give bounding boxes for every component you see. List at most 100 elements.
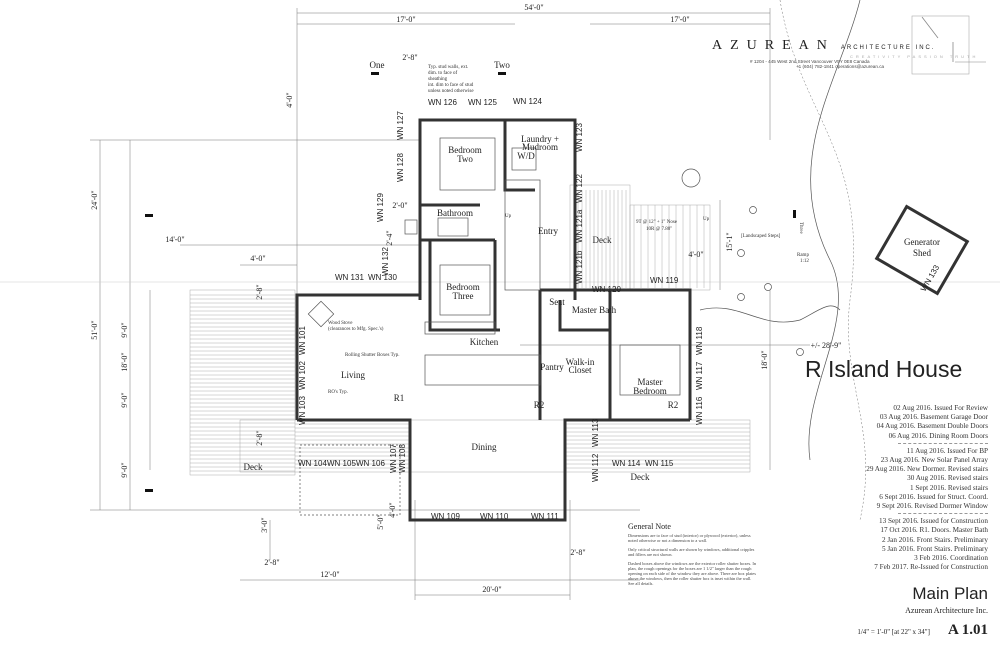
dimension-label: 2'-8": [570, 548, 585, 557]
room-label: W/D: [517, 151, 535, 161]
room-label: Bedroom: [633, 386, 667, 396]
dimension-label: 9'-0": [120, 462, 129, 477]
contour-line: [779, 0, 866, 521]
dimension-label: 5'-0": [376, 514, 385, 529]
room-label: Bedroom: [448, 145, 482, 155]
revision-entry: 02 Aug 2016. Issued For Review: [893, 404, 988, 412]
room-label: Living: [341, 370, 365, 380]
window-label: WN 107: [389, 444, 398, 473]
room-label: Closet: [568, 365, 592, 375]
window-label: WN 104: [298, 459, 327, 468]
general-note: General Note Dimensions are to face of s…: [628, 523, 758, 590]
sheet-firm: Azurean Architecture Inc.: [905, 606, 988, 615]
section-label-one: One: [370, 60, 385, 70]
room-label: Deck: [631, 472, 650, 482]
window-label: WN 112: [591, 453, 600, 482]
room-label: Bedroom: [446, 282, 480, 292]
sheet-number: A 1.01: [947, 622, 988, 638]
dimension-label: 24'-0": [90, 190, 99, 209]
room-label: Pantry: [540, 362, 564, 372]
section-marker: [145, 214, 153, 217]
window-label: WN 116: [695, 396, 704, 425]
dimension-label: 51'-0": [90, 320, 99, 339]
revision-cloud-r2: R2: [534, 400, 545, 410]
window-label: WN 103: [298, 396, 307, 425]
window-label: WN 111: [531, 512, 559, 521]
contour-line: [808, 0, 861, 461]
sheet-scale: 1/4" = 1'-0" [at 22" x 34"]: [857, 628, 930, 636]
section-marker: [145, 489, 153, 492]
ro-note: RO's Typ.: [328, 390, 348, 395]
general-note-text: Dimensions are to face of stud (interior…: [628, 533, 751, 543]
window-label: WN 132: [381, 247, 390, 276]
section-label-three: Three: [798, 222, 803, 234]
wood-stove-note: Wood Stove: [328, 321, 353, 326]
dimension-label: 4'-0": [688, 250, 703, 259]
window-label: WN 124: [513, 97, 542, 106]
window-label: WN 101: [298, 326, 307, 355]
section-marker-one: [371, 72, 379, 75]
stair-note: 10R @ 7.80": [646, 227, 672, 232]
dimension-label: 9'-0": [120, 322, 129, 337]
revision-separator: [898, 513, 988, 515]
revision-entry: 6 Sept 2016. Issued for Struct. Coord.: [879, 492, 988, 501]
dimension-label: 2'-0": [392, 201, 407, 210]
dimension-label: 2'-8": [255, 284, 264, 299]
grade-line: [699, 305, 841, 323]
fixtures: [299, 137, 804, 516]
dimension-label: 14'-0": [165, 235, 184, 244]
revision-entry: 1 Sept 2016. Revised stairs: [909, 483, 988, 492]
window-label: WN 102: [298, 361, 307, 390]
up-label: Up: [703, 217, 710, 222]
room-label: Master Bath: [572, 305, 617, 315]
dimension-label: 2'-8": [264, 558, 279, 567]
window-label: WN 118: [695, 326, 704, 355]
general-note-text: Only critical structural walls are shown…: [628, 547, 755, 557]
window-label: WN 121a: [575, 209, 584, 243]
dimension-label: 2'-8": [255, 430, 264, 445]
room-label: Generator: [904, 237, 940, 247]
room-label: Three: [453, 291, 474, 301]
dimension-label: 9'-0": [120, 392, 129, 407]
revision-entry: 3 Feb 2016. Coordination: [914, 554, 988, 563]
room-label: Shed: [913, 248, 932, 258]
dimension-label: 3'-0": [260, 517, 269, 532]
svg-text:Typ. stud walls, ext.: Typ. stud walls, ext.: [428, 65, 468, 70]
section-marker-three: [793, 210, 796, 218]
window-label: WN 119: [650, 276, 679, 285]
dimension-label: 2'-8": [402, 53, 417, 62]
generator-shed: [874, 204, 970, 296]
revision-entry: 7 Feb 2017. Re-Issued for Construction: [874, 563, 988, 572]
dimension-label: 4'-0": [285, 92, 294, 107]
dimension-label: 18'-0": [760, 350, 769, 369]
rolling-shutter-note: Rolling Shutter Boxes Typ.: [345, 353, 400, 358]
stair-note: 9T @ 12" + 1" Nose: [636, 220, 678, 225]
dimension-label: 15'-1": [725, 232, 734, 251]
dimension-label: 2'-4": [385, 230, 394, 245]
window-label: WN 129: [376, 193, 385, 222]
window-label: WN 131: [335, 273, 364, 282]
room-label: Deck: [244, 462, 263, 472]
revision-entry: 29 Aug 2016. New Dormer. Revised stairs: [866, 465, 988, 474]
window-label: WN 120: [592, 285, 621, 294]
revision-entry: 11 Aug 2016. Issued For BP: [906, 446, 988, 455]
wood-stove-note: (clearances to Mfg. Spec.'s): [328, 327, 384, 332]
up-label: Up: [505, 214, 512, 219]
revision-entry: 06 Aug 2016. Dining Room Doors: [888, 431, 988, 440]
window-label: WN 117: [695, 361, 704, 390]
window-label: WN 115: [645, 459, 674, 468]
room-label: Bathroom: [437, 208, 473, 218]
landscaped-steps-note: [Landscaped Steps]: [741, 234, 781, 239]
revision-entry: 2 Jan 2016. Front Stairs. Preliminary: [881, 535, 988, 544]
window-label: WN 125: [468, 98, 497, 107]
ramp-note: 1:12: [800, 259, 809, 264]
revision-entry: 9 Sept 2016. Revised Dormer Window: [876, 502, 988, 511]
revision-separator: [898, 442, 988, 444]
dimension-label: 12'-0": [320, 570, 339, 579]
stud-note: Typ. stud walls, ext. dim. to face of sh…: [428, 65, 474, 94]
room-label: Seat: [549, 297, 565, 307]
window-label: WN 113: [591, 418, 600, 447]
room-label: Mudroom: [522, 142, 558, 152]
